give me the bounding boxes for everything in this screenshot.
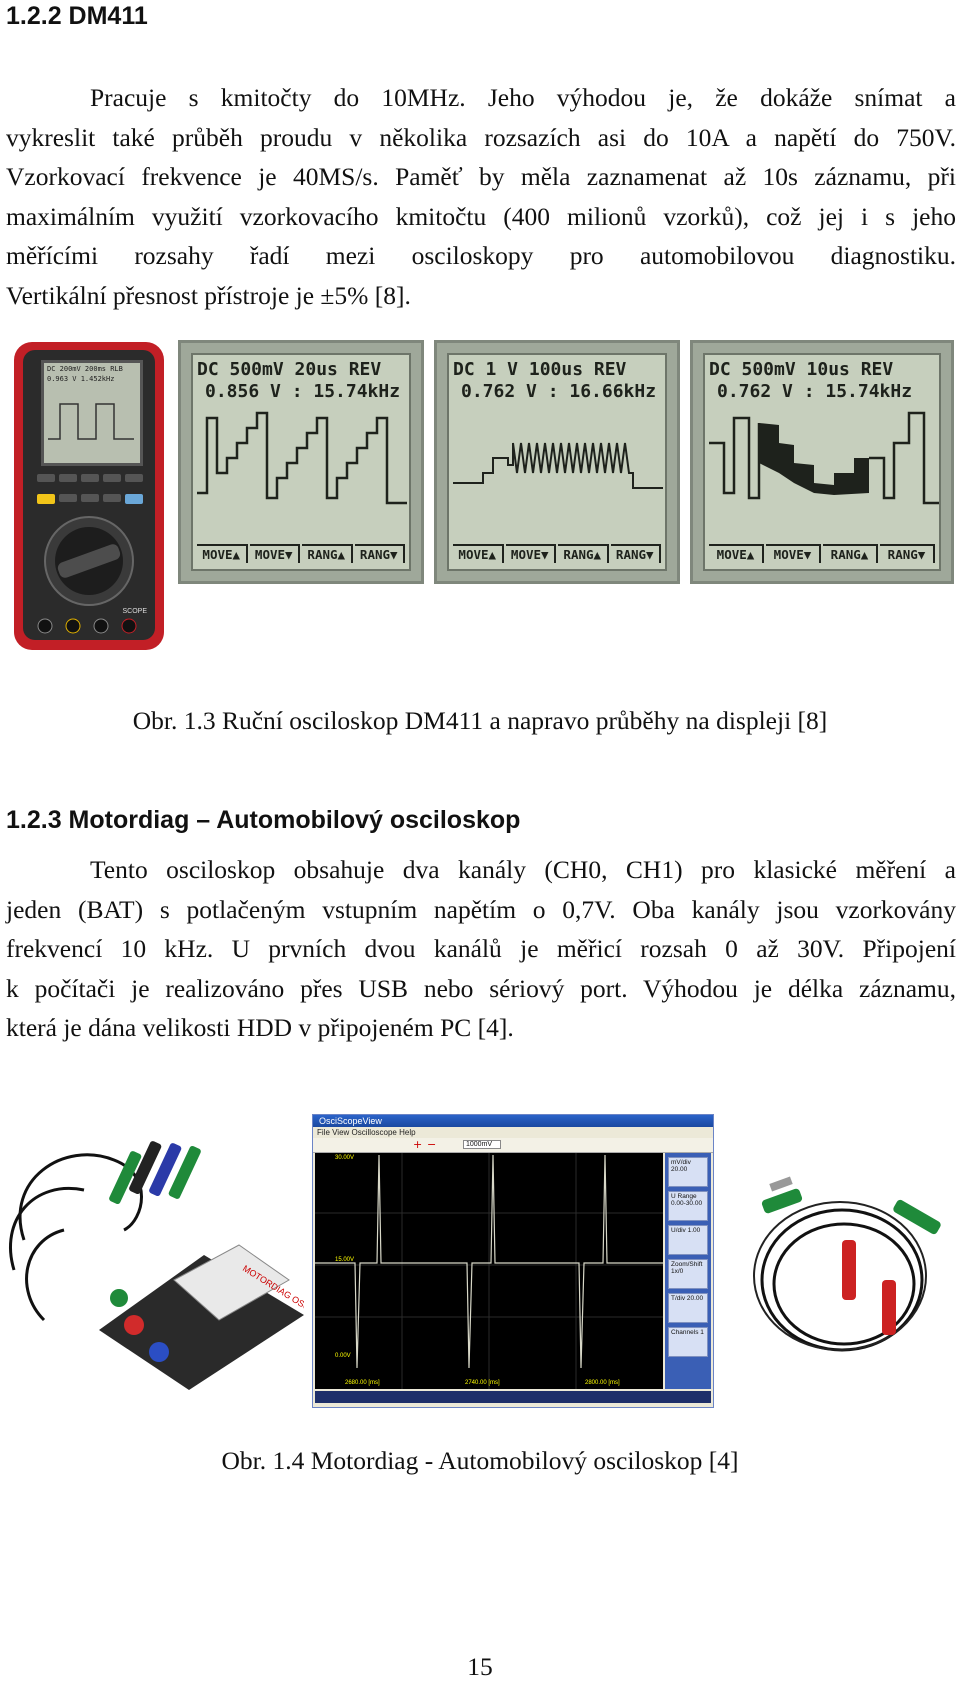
timeline-strip — [315, 1391, 711, 1403]
scope-trace — [315, 1153, 663, 1389]
x-label: 2680.00 [ms] — [345, 1380, 380, 1386]
softkey-label: RANG▼ — [354, 544, 405, 563]
softkey-label: MOVE▼ — [249, 544, 300, 563]
paragraph-line: jeden (BAT) s potlačeným vstupním napětí… — [6, 894, 956, 924]
lcd-screen-1-line2: 0.856 V : 15.74kHz — [205, 381, 401, 402]
page-number: 15 — [467, 1652, 493, 1681]
waveform-staircase — [197, 411, 407, 505]
lcd-screen-2: DC 1 V 100us REV 0.762 V : 16.66kHz MOVE… — [434, 340, 680, 584]
lcd-softkeys: MOVE▲ MOVE▼ RANG▲ RANG▼ — [453, 544, 661, 563]
waveform-modulated — [709, 411, 939, 505]
lcd-screen-3: DC 500mV 10us REV 0.762 V : 15.74kHz MOV… — [690, 340, 954, 584]
softkey-label: MOVE▲ — [197, 544, 248, 563]
softkey-label: MOVE▼ — [766, 544, 821, 563]
lcd-screen-1: DC 500mV 20us REV 0.856 V : 15.74kHz MOV… — [178, 340, 424, 584]
paragraph-line: Pracuje s kmitočty do 10MHz. Jeho výhodo… — [90, 83, 956, 112]
paragraph-line: vykreslit také průběh proudu v několika … — [6, 122, 956, 152]
x-label: 2740.00 [ms] — [465, 1380, 500, 1386]
figure-motordiag: MOTORDIAG OSCILOSCOP OsciScopeView File … — [0, 1110, 960, 1410]
meter-lcd-line1: DC 200mV 200ms RLB — [47, 365, 123, 373]
lcd-screen-2-line1: DC 1 V 100us REV — [453, 359, 627, 380]
side-panel-box: Zoom/Shift 1x/0 — [668, 1259, 708, 1289]
figure-caption-1-4: Obr. 1.4 Motordiag - Automobilový oscilo… — [221, 1446, 739, 1475]
meter-lcd-line2: 0.963 V 1.452kHz — [47, 375, 115, 383]
section-paragraph-dm411: Pracuje s kmitočty do 10MHz. Jeho výhodo… — [6, 78, 956, 315]
meter-buttons — [35, 472, 145, 508]
y-label-bottom: 0.00V — [335, 1353, 351, 1359]
paragraph-line: Vertikální přesnost přístroje je ±5% [8]… — [6, 280, 411, 310]
figure-caption-1-3: Obr. 1.3 Ruční osciloskop DM411 a naprav… — [132, 706, 828, 735]
paragraph-line: měřícími rozsahy řadí mezi osciloskopy p… — [6, 241, 956, 270]
meter-waveform — [48, 403, 134, 440]
x-label: 2800.00 [ms] — [585, 1380, 620, 1386]
section-heading-dm411: 1.2.2 DM411 — [6, 2, 148, 30]
paragraph-line: frekvencí 10 kHz. U prvních dvou kanálů … — [6, 934, 956, 963]
side-panel-box: U/div 1.00 — [668, 1225, 708, 1255]
window-title: OsciScopeView — [313, 1115, 713, 1127]
softkey-label: RANG▲ — [558, 544, 609, 563]
figure-dm411: DC 200mV 200ms RLB 0.963 V 1.452kHz — [0, 340, 960, 650]
softkey-label: RANG▼ — [610, 544, 661, 563]
softkey-label: MOVE▲ — [709, 544, 764, 563]
scope-plot-area: 30.00V 15.00V 0.00V 2680.00 [ms] 2740.00… — [315, 1153, 663, 1389]
lcd-screen-1-line1: DC 500mV 20us REV — [197, 359, 382, 380]
toolbar: + − 1000mV — [313, 1138, 713, 1153]
y-label-top: 30.00V — [335, 1155, 355, 1161]
softkey-label: RANG▼ — [880, 544, 935, 563]
y-label-mid: 15.00V — [335, 1257, 355, 1263]
softkey-label: MOVE▲ — [453, 544, 504, 563]
meter-brand-label: SCOPE — [122, 608, 147, 615]
remove-icon: − — [427, 1138, 437, 1151]
paragraph-line: Tento osciloskop obsahuje dva kanály (CH… — [90, 855, 956, 884]
paragraph-line: která je dána velikosti HDD v připojeném… — [6, 1013, 514, 1042]
lcd-screen-3-line1: DC 500mV 10us REV — [709, 359, 894, 380]
side-panel-box: U Range 0.00-30.00 — [668, 1191, 708, 1221]
paragraph-line: Vzorkovací frekvence je 40MS/s. Paměť by… — [6, 162, 956, 191]
lcd-softkeys: MOVE▲ MOVE▼ RANG▲ RANG▼ — [709, 544, 935, 563]
lcd-softkeys: MOVE▲ MOVE▼ RANG▲ RANG▼ — [197, 544, 405, 563]
meter-face: DC 200mV 200ms RLB 0.963 V 1.452kHz — [23, 350, 155, 640]
rotary-dial-icon — [44, 516, 134, 606]
side-panel-box: Channels 1 — [668, 1327, 708, 1357]
probe-jacks-icon — [37, 618, 137, 634]
add-icon: + — [413, 1138, 423, 1151]
section-heading-motordiag: 1.2.3 Motordiag – Automobilový oscilosko… — [6, 806, 521, 834]
probe-cable-photo — [753, 1176, 941, 1352]
softkey-label: RANG▲ — [302, 544, 353, 563]
dm411-meter-photo: DC 200mV 200ms RLB 0.963 V 1.452kHz — [14, 342, 164, 650]
side-panel-box: T/div 20.00 — [668, 1293, 708, 1323]
volts-select: 1000mV — [463, 1140, 502, 1149]
lcd-screen-3-line2: 0.762 V : 15.74kHz — [717, 381, 913, 402]
lcd-screen-2-line2: 0.762 V : 16.66kHz — [461, 381, 657, 402]
scope-side-panel: mV/div 20.00 U Range 0.00-30.00 U/div 1.… — [665, 1153, 711, 1389]
motordiag-device-photo: MOTORDIAG OSCILOSCOP — [9, 1141, 304, 1390]
meter-lcd: DC 200mV 200ms RLB 0.963 V 1.452kHz — [41, 360, 143, 466]
side-panel-box: mV/div 20.00 — [668, 1157, 708, 1187]
paragraph-line: maximálním využití vzorkovacího kmitočtu… — [6, 201, 956, 231]
oscilloscope-software-window: OsciScopeView File View Oscilloscope Hel… — [312, 1114, 714, 1408]
softkey-label: MOVE▼ — [505, 544, 556, 563]
waveform-burst — [453, 442, 663, 489]
section-paragraph-motordiag: Tento osciloskop obsahuje dva kanály (CH… — [6, 850, 956, 1048]
softkey-label: RANG▲ — [823, 544, 878, 563]
paragraph-line: k počítači je realizováno přes USB nebo … — [6, 973, 956, 1003]
menu-bar: File View Oscilloscope Help — [313, 1127, 713, 1138]
